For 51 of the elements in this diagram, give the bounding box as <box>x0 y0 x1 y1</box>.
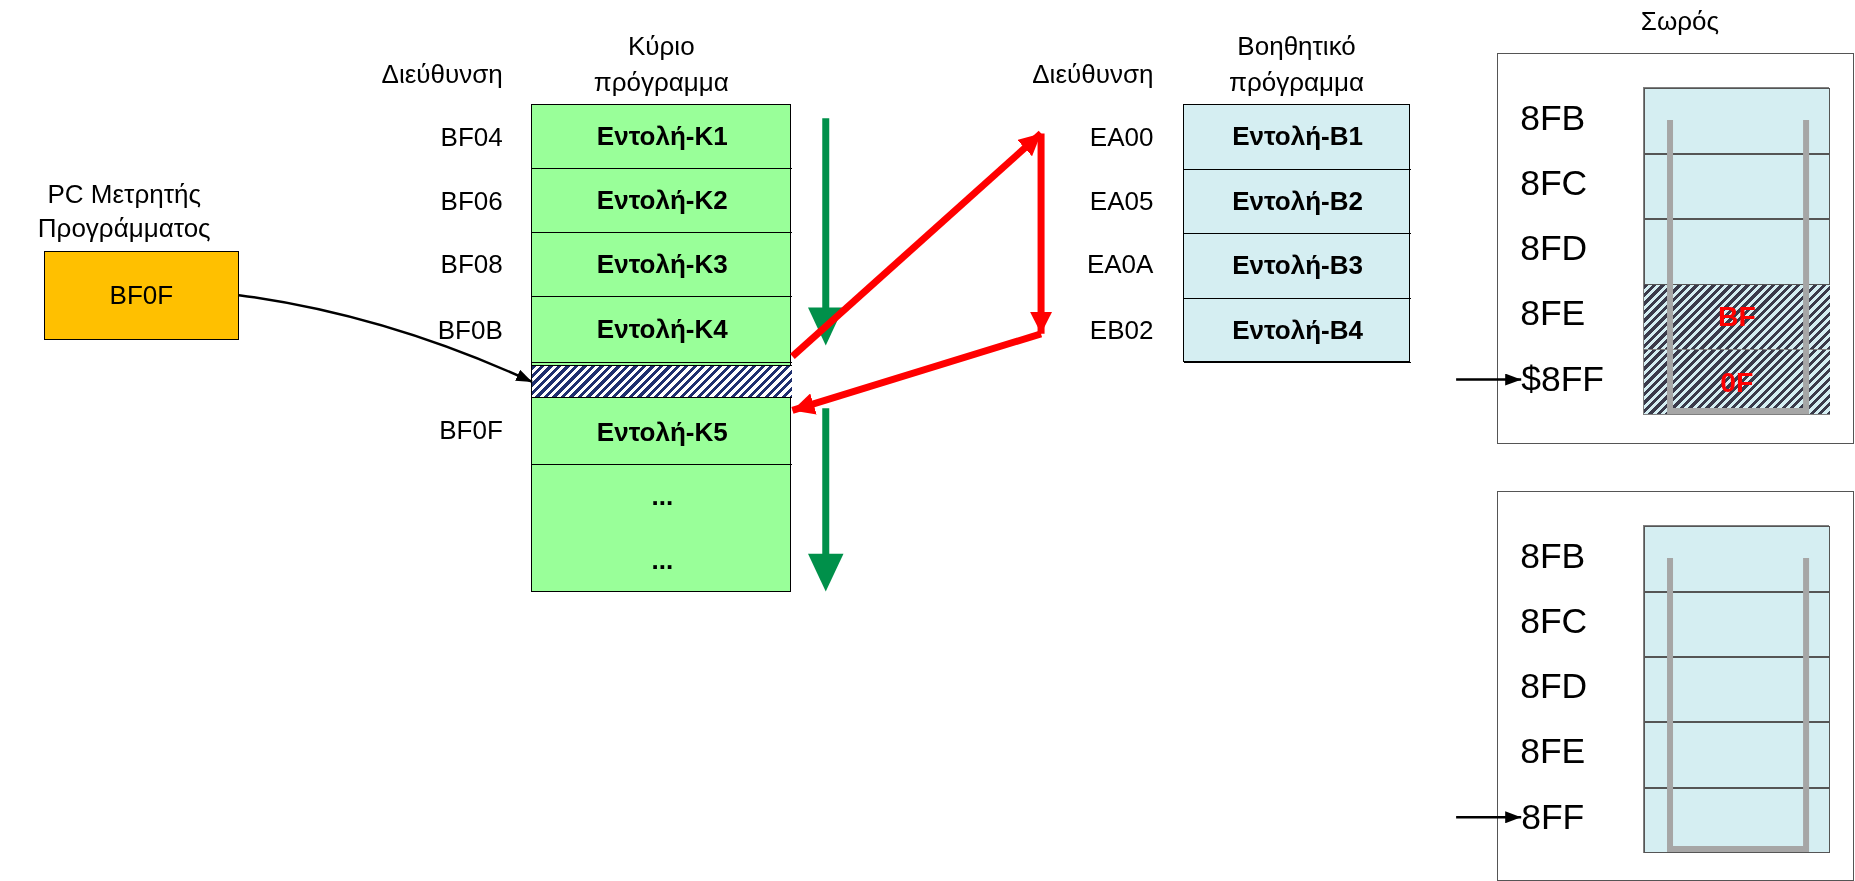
stack-address-label: 8FE <box>1520 729 1587 773</box>
instruction-row: Εντολή-Β2 <box>1184 169 1412 235</box>
stack-address-label: 8FC <box>1520 161 1589 205</box>
instruction-row: Εντολή-Κ3 <box>532 232 793 297</box>
instruction-row: Εντολή-Κ5 <box>532 400 793 465</box>
register-box: BF0F <box>43 250 239 340</box>
address-label: BF04 <box>439 120 503 154</box>
stack-address-label: 8FD <box>1520 226 1589 270</box>
ellipsis-row: ... <box>532 464 793 529</box>
arrow <box>1030 133 1053 334</box>
stack-address-label: 8FB <box>1520 534 1587 578</box>
address-label: EA00 <box>1041 118 1154 157</box>
column-heading: Διεύθυνση <box>380 58 503 91</box>
stack-cell <box>1644 722 1830 788</box>
address-label: BF0B <box>436 313 503 347</box>
instruction-row: Εντολή-Β3 <box>1184 234 1412 299</box>
address-label: BF06 <box>439 184 503 218</box>
stack-address-label: 8FB <box>1520 96 1587 140</box>
stack-address-label: 8FC <box>1520 599 1589 643</box>
stack-address-label: 8FD <box>1520 664 1589 708</box>
instruction-row: Εντολή-Κ4 <box>532 296 793 363</box>
stack-cell <box>1644 526 1830 592</box>
stack-pointer-label: 8FF <box>1521 793 1628 841</box>
address-label: EB02 <box>1041 311 1154 349</box>
address-label: EA05 <box>1088 184 1154 218</box>
instruction-row: Εντολή-Β4 <box>1184 298 1412 363</box>
column-heading: Κύριο πρόγραμμα <box>592 29 730 100</box>
arrow <box>238 293 533 384</box>
arrow <box>1456 811 1522 824</box>
instruction-row: Εντολή-Κ2 <box>532 168 793 233</box>
arrow <box>1456 373 1522 386</box>
stack-cell <box>1644 656 1830 723</box>
column-heading: Βοηθητικό πρόγραμμα <box>1228 29 1366 100</box>
stack-cell <box>1644 153 1830 220</box>
stack-cell <box>1644 591 1830 657</box>
column-heading: Διεύθυνση <box>1031 58 1154 91</box>
ellipsis-row: ... <box>532 528 793 593</box>
stack-pointer-label: $8FF <box>1521 355 1628 404</box>
column-heading: Σωρός <box>1639 4 1720 38</box>
instruction-row: Εντολή-Κ1 <box>532 105 793 169</box>
address-label: BF08 <box>439 248 503 282</box>
arrow <box>791 330 1043 415</box>
stack-address-label: 8FE <box>1520 292 1587 335</box>
instruction-row: Εντολή-Β1 <box>1184 105 1412 170</box>
stack-cell <box>1644 219 1830 285</box>
stack-panel <box>1496 490 1854 881</box>
stack-cell <box>1644 88 1830 154</box>
address-label: BF0F <box>438 414 503 448</box>
hatched-row <box>532 365 793 399</box>
register-caption: PC Μετρητής Προγράμματος <box>36 178 212 246</box>
address-label: EA0A <box>1085 248 1154 282</box>
